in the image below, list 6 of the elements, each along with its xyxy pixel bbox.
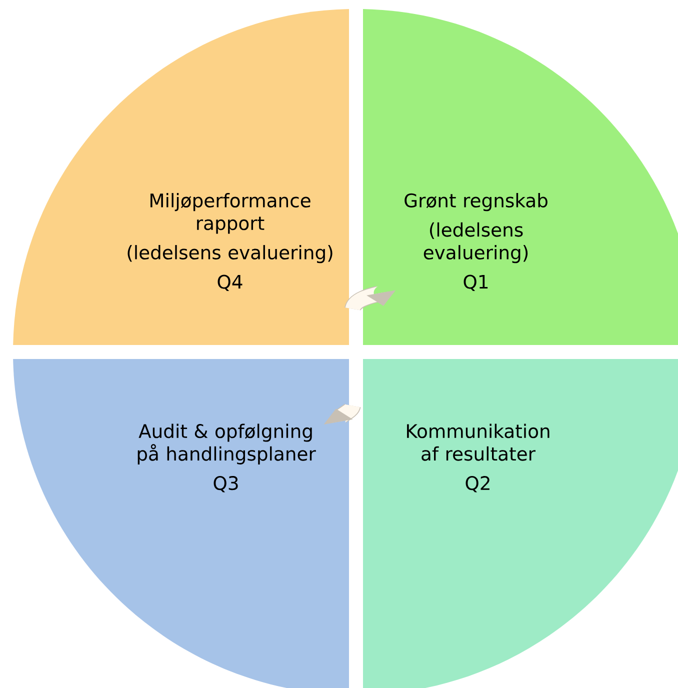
quadrant: Miljøperformance rapport (ledelsens evaluering) Q4 — [13, 9, 349, 345]
curved-arrow — [344, 285, 396, 312]
quadrant: Grønt regnskab (ledelsens evaluering) Q1 — [363, 9, 678, 345]
quadrant: Audit & opfølgning på handlingsplaner Q3 — [13, 359, 349, 688]
quadrant: Kommunikation af resultater Q2 — [363, 359, 678, 688]
curved-arrow — [324, 402, 360, 424]
